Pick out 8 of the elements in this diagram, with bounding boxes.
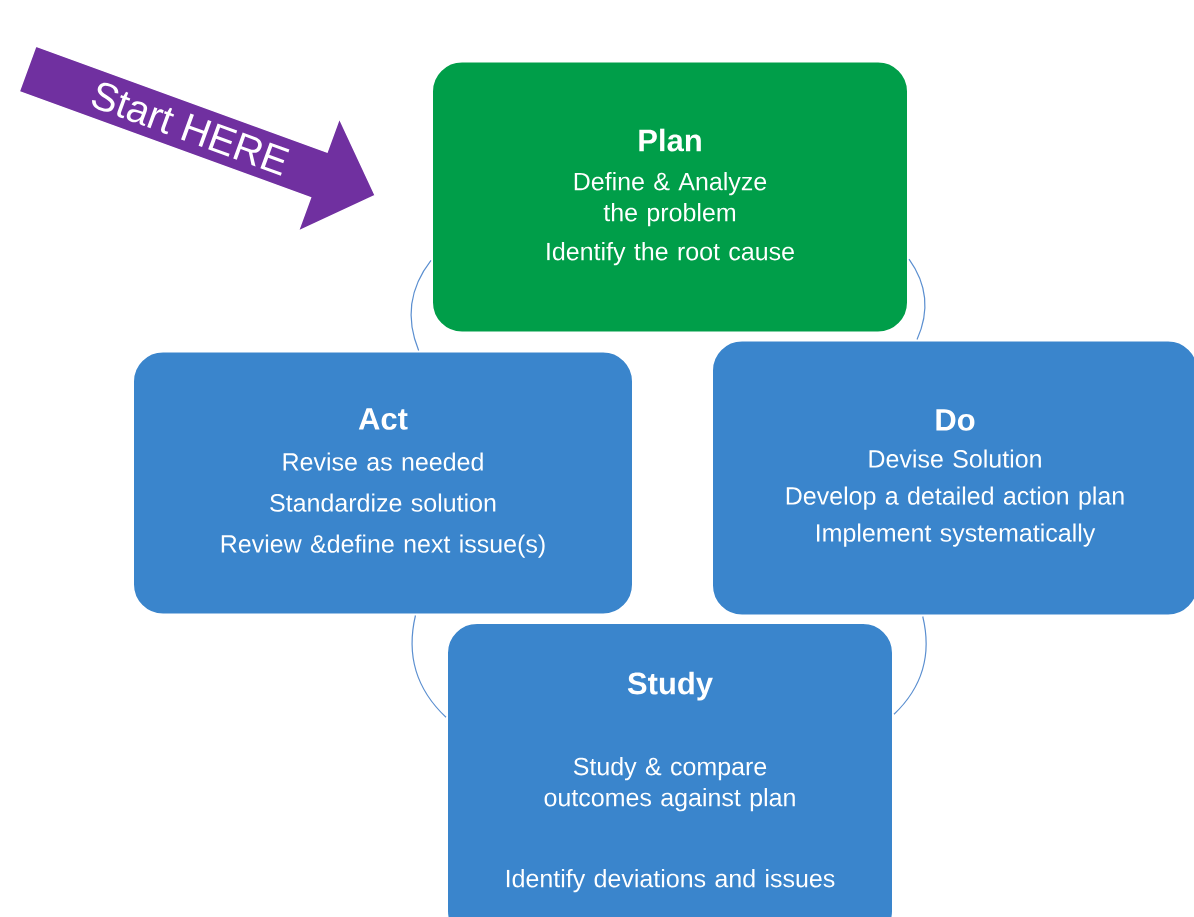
connector-arc — [908, 258, 926, 341]
process-box: Do Devise Solution Develop a detailed action plan Implement systematically — [711, 339, 1194, 617]
connector-arc — [411, 614, 447, 718]
process-box: Study Study & compare outcomes against plan Identify deviations and issues — [446, 622, 894, 917]
connector-arc — [893, 615, 927, 715]
process-box: Plan Define & Analyze the problem Identify the root cause — [431, 60, 909, 334]
connector-arc — [410, 259, 432, 352]
process-box: Act Revise as needed Standardize solution Review &define next issue(s) — [132, 350, 634, 616]
